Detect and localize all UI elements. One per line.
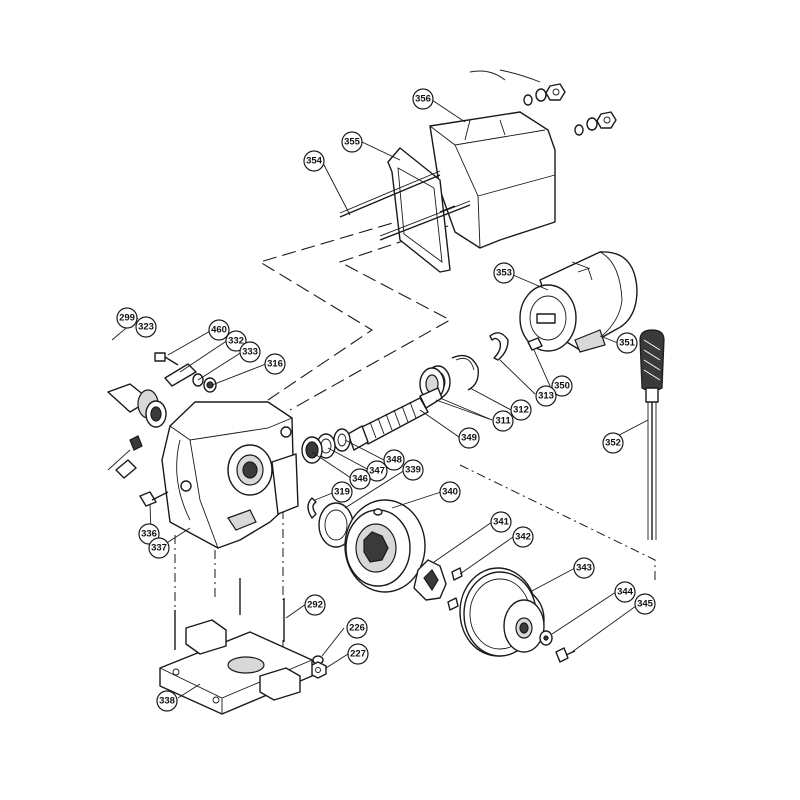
svg-text:346: 346 bbox=[352, 474, 368, 485]
callout-345: 345 bbox=[634, 593, 656, 615]
svg-text:337: 337 bbox=[151, 543, 167, 554]
electric-motor bbox=[519, 251, 638, 353]
svg-text:348: 348 bbox=[386, 455, 402, 466]
svg-text:333: 333 bbox=[242, 347, 258, 358]
callout-337: 337 bbox=[148, 537, 170, 559]
callout-226: 226 bbox=[346, 617, 368, 639]
gasket-plate bbox=[387, 147, 451, 273]
svg-text:352: 352 bbox=[605, 438, 621, 449]
callout-338: 338 bbox=[156, 690, 178, 712]
svg-text:347: 347 bbox=[369, 466, 385, 477]
callout-299: 299 bbox=[116, 307, 138, 329]
callout-313: 313 bbox=[535, 385, 557, 407]
callout-312: 312 bbox=[510, 399, 532, 421]
callout-344: 344 bbox=[614, 581, 636, 603]
drum-washer-bolt bbox=[539, 630, 576, 663]
callout-332: 332 bbox=[225, 330, 247, 352]
leader-lines bbox=[111, 99, 649, 699]
svg-text:351: 351 bbox=[619, 338, 636, 349]
spacer-ring bbox=[318, 502, 354, 548]
svg-text:340: 340 bbox=[442, 487, 458, 498]
svg-text:344: 344 bbox=[617, 587, 634, 598]
callout-355: 355 bbox=[341, 131, 363, 153]
svg-text:226: 226 bbox=[349, 623, 365, 634]
callout-353: 353 bbox=[493, 262, 515, 284]
cover-studs bbox=[339, 170, 471, 241]
callout-292: 292 bbox=[304, 594, 326, 616]
svg-text:332: 332 bbox=[228, 336, 244, 347]
svg-text:336: 336 bbox=[141, 529, 157, 540]
crank-handle bbox=[639, 329, 665, 540]
callout-460: 460 bbox=[208, 319, 230, 341]
svg-text:292: 292 bbox=[307, 600, 323, 611]
callout-227: 227 bbox=[347, 643, 369, 665]
svg-text:313: 313 bbox=[538, 391, 554, 402]
svg-text:299: 299 bbox=[119, 313, 135, 324]
svg-text:349: 349 bbox=[461, 433, 477, 444]
svg-text:343: 343 bbox=[576, 563, 592, 574]
svg-text:312: 312 bbox=[513, 405, 529, 416]
svg-text:350: 350 bbox=[554, 381, 570, 392]
winch-drum bbox=[459, 567, 545, 657]
left-shaft-parts bbox=[107, 383, 167, 479]
svg-text:316: 316 bbox=[267, 359, 283, 370]
retaining-clip bbox=[307, 497, 317, 519]
motor-cover bbox=[429, 111, 556, 249]
callout-349: 349 bbox=[458, 427, 480, 449]
callout-356: 356 bbox=[412, 88, 434, 110]
top-hardware bbox=[469, 69, 617, 136]
drum-flange bbox=[344, 499, 426, 593]
svg-text:341: 341 bbox=[493, 517, 510, 528]
callout-319: 319 bbox=[331, 481, 353, 503]
svg-text:354: 354 bbox=[306, 156, 323, 167]
svg-text:311: 311 bbox=[495, 416, 511, 427]
base-plate bbox=[159, 619, 313, 715]
callout-354: 354 bbox=[303, 150, 325, 172]
callout-311: 311 bbox=[492, 410, 514, 432]
lever-hardware bbox=[154, 352, 217, 393]
callout-347: 347 bbox=[366, 460, 388, 482]
callout-341: 341 bbox=[490, 511, 512, 533]
callout-316: 316 bbox=[264, 353, 286, 375]
svg-text:339: 339 bbox=[405, 465, 421, 476]
key-and-clip bbox=[489, 332, 543, 361]
svg-text:355: 355 bbox=[344, 137, 361, 148]
callout-343: 343 bbox=[573, 557, 595, 579]
callout-348: 348 bbox=[383, 449, 405, 471]
callout-323: 323 bbox=[135, 316, 157, 338]
svg-text:338: 338 bbox=[159, 696, 175, 707]
callout-352: 352 bbox=[602, 432, 624, 454]
svg-text:323: 323 bbox=[138, 322, 154, 333]
svg-text:356: 356 bbox=[415, 94, 431, 105]
housing-bolt bbox=[139, 491, 169, 507]
svg-text:460: 460 bbox=[211, 325, 227, 336]
gear-housing bbox=[161, 401, 299, 549]
callout-350: 350 bbox=[551, 375, 573, 397]
svg-text:345: 345 bbox=[637, 599, 654, 610]
svg-text:342: 342 bbox=[515, 532, 531, 543]
callout-340: 340 bbox=[439, 481, 461, 503]
callout-333: 333 bbox=[239, 341, 261, 363]
callout-342: 342 bbox=[512, 526, 534, 548]
callout-351: 351 bbox=[616, 332, 638, 354]
shaft-spacers bbox=[301, 428, 351, 464]
svg-text:227: 227 bbox=[350, 649, 366, 660]
svg-text:319: 319 bbox=[334, 487, 350, 498]
callout-346: 346 bbox=[349, 468, 371, 490]
worm-shaft bbox=[347, 387, 443, 451]
svg-text:353: 353 bbox=[496, 268, 512, 279]
drive-coupling bbox=[413, 559, 463, 611]
callout-339: 339 bbox=[402, 459, 424, 481]
